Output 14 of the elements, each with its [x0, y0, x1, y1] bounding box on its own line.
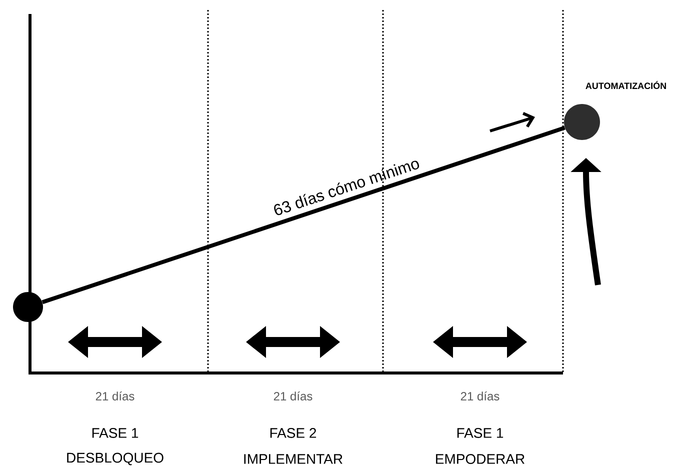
phase-label: IMPLEMENTAR — [244, 454, 342, 464]
phase-label: 21 días — [460, 392, 500, 400]
point-marker — [564, 104, 600, 140]
phase-label: FASE 2 — [270, 428, 316, 438]
phase-label: DESBLOQUEO — [67, 452, 164, 466]
phase-label: FASE 1 — [92, 428, 138, 438]
phase-label: 21 días — [274, 392, 312, 400]
edge-label: 63 días cómo mínimo — [274, 160, 420, 216]
phase-label: FASE 1 — [457, 428, 504, 438]
point-label: AUTOMATIZACIÓN — [586, 80, 666, 90]
point-marker — [13, 292, 43, 322]
timeline-line — [42, 126, 566, 304]
phase-label: 21 días — [96, 392, 134, 400]
phase-label: EMPODERAR — [436, 454, 524, 464]
